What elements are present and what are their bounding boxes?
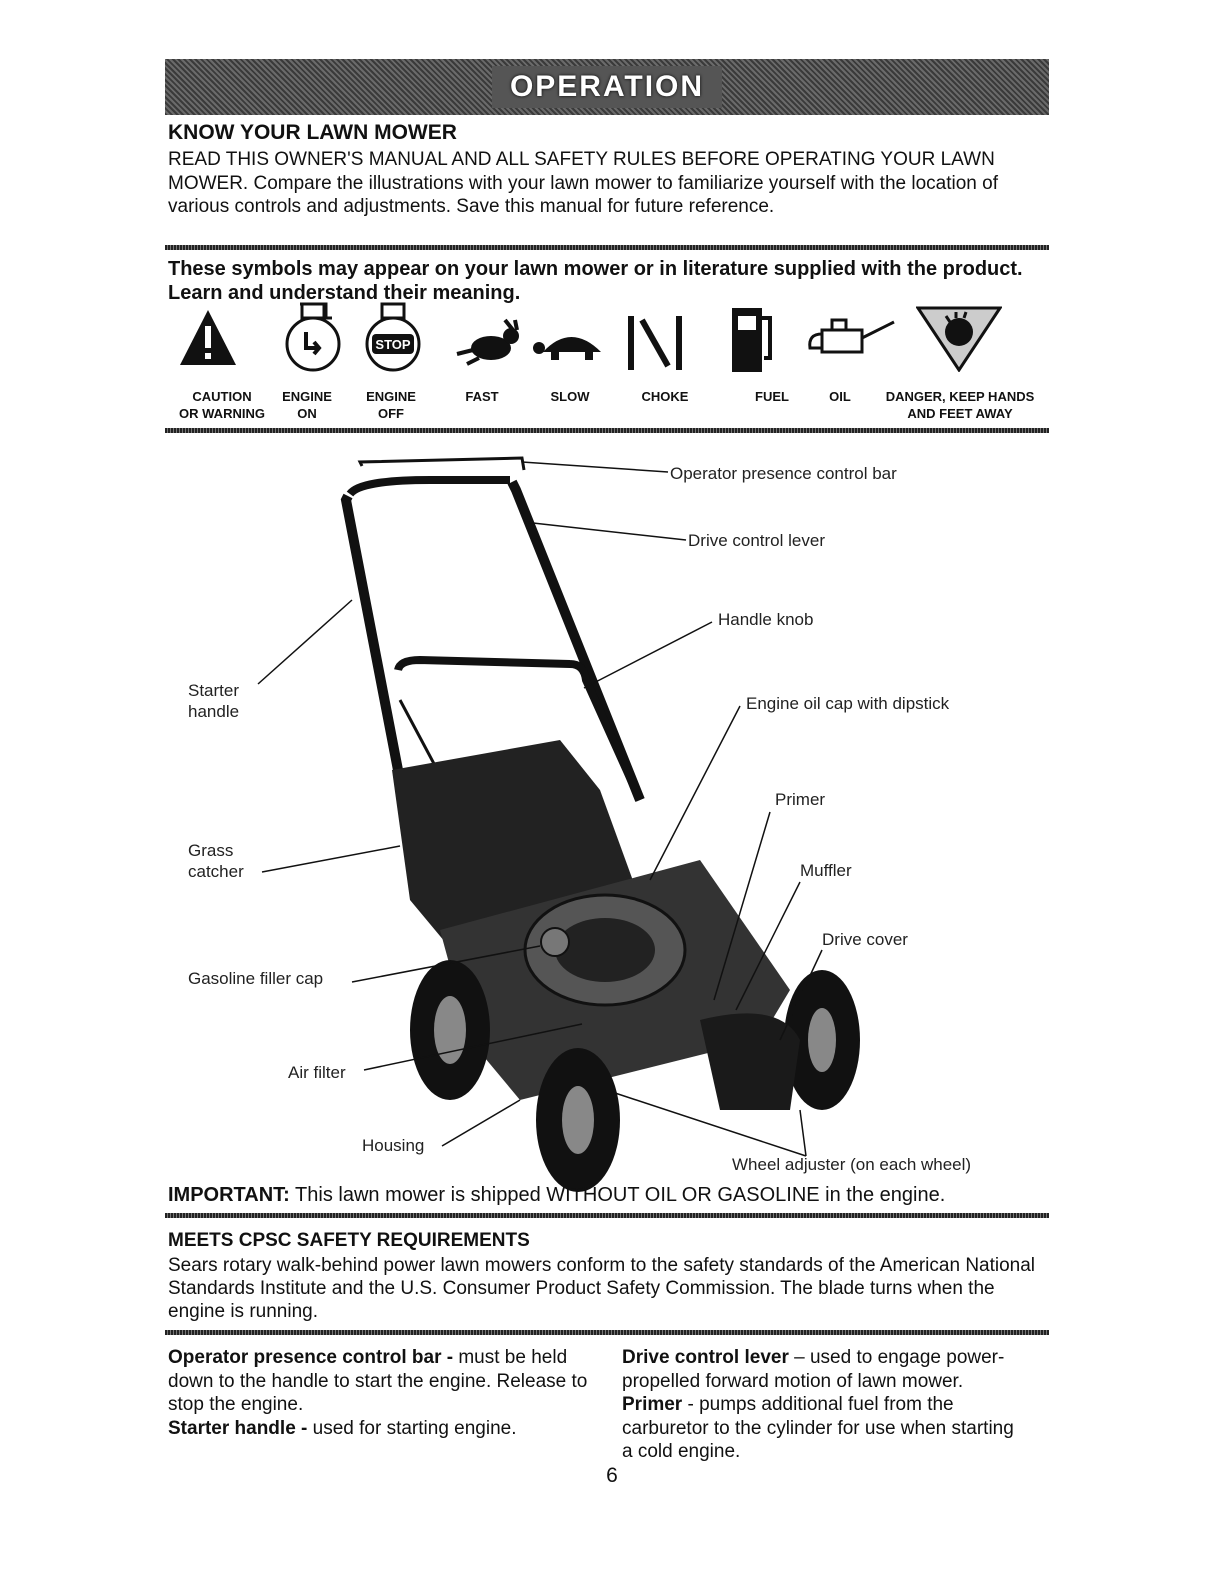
warning-triangle-icon	[180, 310, 236, 365]
section-banner: OPERATION	[165, 59, 1049, 115]
callout-housing: Housing	[362, 1136, 425, 1155]
divider	[165, 245, 1049, 250]
callout-handle-knob: Handle knob	[718, 610, 814, 629]
fuel-pump-icon	[732, 308, 772, 372]
definitions-left: Operator presence control bar - must be …	[168, 1346, 588, 1440]
callout-wheel-adjuster: Wheel adjuster (on each wheel)	[732, 1155, 972, 1174]
callout-drive-cover: Drive cover	[822, 930, 908, 949]
choke-icon	[628, 316, 682, 370]
def-starter-handle: Starter handle - used for starting engin…	[168, 1417, 517, 1439]
symbol-label-fast: FAST	[465, 389, 499, 404]
callout-operator-bar: Operator presence control bar	[670, 464, 897, 483]
callout-gas-cap: Gasoline filler cap	[188, 969, 324, 988]
symbols-intro: These symbols may appear on your lawn mo…	[168, 258, 1023, 304]
turtle-icon	[533, 337, 601, 360]
divider	[165, 1330, 1049, 1335]
divider	[165, 1213, 1049, 1218]
def-operator-bar: Operator presence control bar - must be …	[168, 1347, 588, 1415]
callout-drive-lever: Drive control lever	[688, 531, 825, 550]
rabbit-icon	[456, 318, 519, 366]
callout-muffler: Muffler	[800, 861, 852, 880]
callout-oil-cap: Engine oil cap with dipstick	[746, 694, 950, 713]
def-drive-lever: Drive control lever – used to engage pow…	[622, 1347, 1005, 1392]
def-primer: Primer - pumps additional fuel from the …	[622, 1394, 1014, 1462]
engine-off-icon: STOP	[365, 302, 421, 372]
oil-can-icon	[808, 318, 895, 354]
section-title: OPERATION	[491, 66, 723, 108]
divider	[165, 428, 1049, 433]
know-heading: KNOW YOUR LAWN MOWER	[168, 121, 457, 144]
definitions-right: Drive control lever – used to engage pow…	[622, 1346, 1022, 1464]
cpsc-heading: MEETS CPSC SAFETY REQUIREMENTS	[168, 1230, 530, 1251]
symbol-label-fuel: FUEL	[755, 389, 789, 404]
svg-text:STOP: STOP	[375, 337, 410, 352]
engine-on-icon	[285, 302, 341, 372]
callout-air-filter: Air filter	[288, 1063, 346, 1082]
cpsc-paragraph: Sears rotary walk-behind power lawn mowe…	[168, 1255, 1036, 1322]
callout-primer: Primer	[775, 790, 826, 809]
page-number: 6	[606, 1464, 618, 1487]
symbol-label-choke: CHOKE	[641, 389, 689, 404]
hand-danger-icon	[916, 306, 1002, 372]
symbol-label-oil: OIL	[829, 389, 851, 404]
important-note: IMPORTANT: This lawn mower is shipped WI…	[168, 1184, 946, 1206]
know-paragraph: READ THIS OWNER'S MANUAL AND ALL SAFETY …	[168, 149, 998, 217]
symbol-label-slow: SLOW	[550, 389, 590, 404]
